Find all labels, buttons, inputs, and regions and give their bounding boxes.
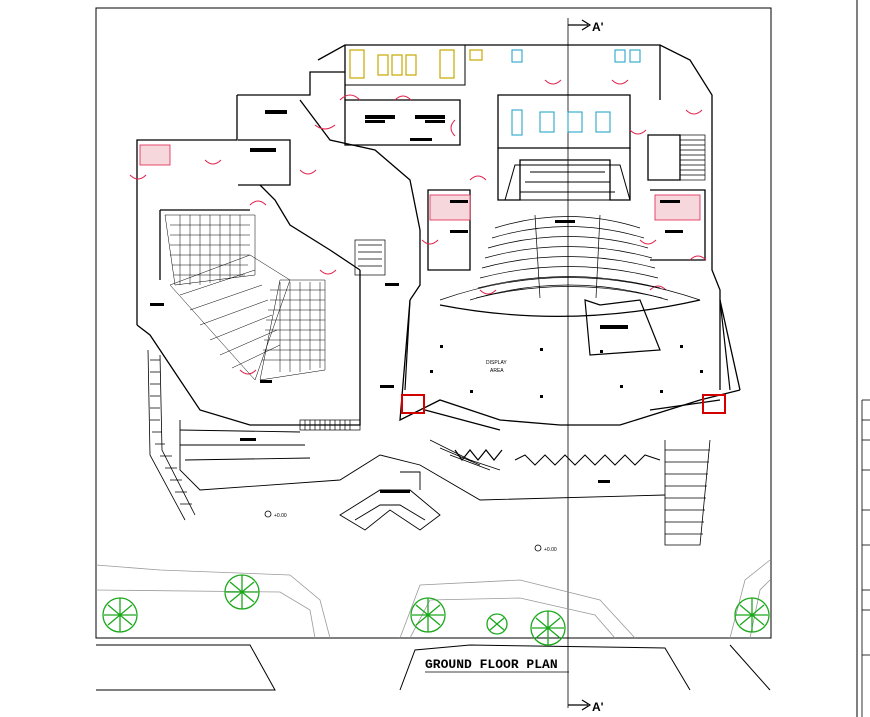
columns <box>430 345 703 398</box>
stairs <box>299 134 706 431</box>
drawing-title: GROUND FLOOR PLAN <box>425 657 558 672</box>
room-fill-pink <box>139 144 701 221</box>
building-walls <box>136 44 741 426</box>
display-hall <box>404 299 731 431</box>
tree-1 <box>102 597 138 633</box>
left-seat-ticks <box>179 215 321 372</box>
left-auditorium-seating <box>164 214 326 381</box>
cafeteria-room <box>344 44 466 86</box>
section-label-bottom: A' <box>592 700 604 714</box>
tables-yellow <box>349 49 483 79</box>
tree-3 <box>410 597 446 633</box>
site-boundaries <box>179 420 666 531</box>
stage <box>504 164 631 201</box>
red-blocks <box>401 394 726 414</box>
level-marker-2: +0.00 <box>534 544 557 553</box>
zigzag-hatch <box>454 449 503 462</box>
level-marker-1: +0.00 <box>264 510 287 519</box>
tree-2 <box>224 574 260 610</box>
tree-4 <box>486 613 508 635</box>
section-label-top: A' <box>592 20 604 34</box>
section-arrow-bottom <box>568 699 592 711</box>
display-hall-label-2: AREA <box>490 368 504 374</box>
section-arrow-top <box>568 19 592 31</box>
landscape-lines <box>95 559 771 639</box>
tree-6 <box>734 597 770 633</box>
svg-text:+0.00: +0.00 <box>274 513 287 519</box>
tree-5 <box>530 610 566 646</box>
ground-lines <box>96 644 771 691</box>
svg-text:+0.00: +0.00 <box>544 547 557 553</box>
sheet-border <box>95 7 772 639</box>
main-auditorium-seating <box>439 214 701 301</box>
washroom-fixtures <box>511 49 641 136</box>
display-hall-label: DISPLAY <box>486 360 507 366</box>
ramp-right <box>664 439 711 546</box>
ramp-left <box>147 349 196 521</box>
title-block-grid <box>861 399 870 717</box>
door-swings <box>129 79 707 375</box>
zigzag-facade <box>514 454 661 466</box>
room-label-bars <box>150 110 683 493</box>
